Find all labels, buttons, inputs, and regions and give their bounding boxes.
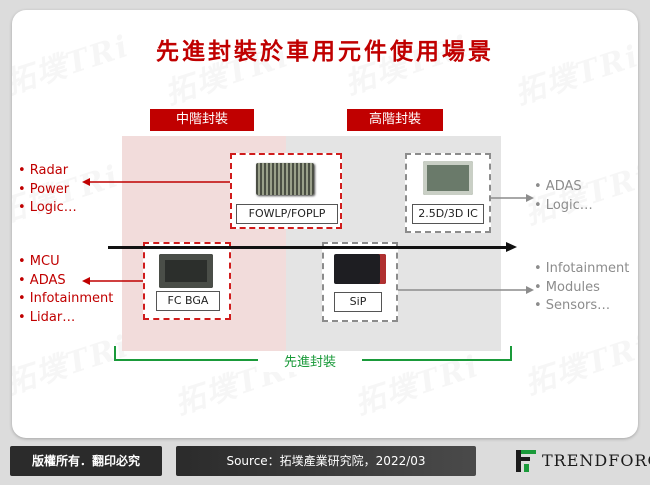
arrowhead-2-5d — [526, 194, 534, 202]
bullet-item: • Radar — [18, 163, 69, 178]
fowlp-chip-image — [256, 163, 314, 195]
bullet-item: • Modules — [534, 279, 600, 295]
bullet-item: • Sensors… — [534, 298, 611, 313]
bullet-item: • Lidar… — [18, 309, 76, 325]
lower-left-bullet-list: • MCU • ADAS • Infotainment • Lidar… — [18, 253, 113, 327]
bullet-item: • Infotainment — [18, 291, 114, 306]
content-card: 拓墣TRi 拓墣TRi 拓墣TRi 拓墣TRi 拓墣TRi 拓墣TRi 拓墣TR… — [12, 10, 638, 438]
upper-right-bullet-list: • ADAS • Logic… — [534, 178, 593, 215]
fcbga-chip-image — [159, 254, 213, 288]
lower-right-bullet-list: • Infotainment • Modules • Sensors… — [534, 260, 629, 316]
trendforce-logo-icon — [516, 450, 536, 472]
sip-label: SiP — [334, 292, 382, 312]
axis-line — [108, 246, 508, 249]
arrowhead-fowlp — [82, 178, 90, 186]
fowlp-label: FOWLP/FOPLP — [236, 204, 338, 224]
axis-arrowhead — [506, 242, 517, 252]
2-5d-chip-image — [423, 161, 473, 195]
bullet-item: • MCU — [18, 254, 60, 269]
bullet-item: • Logic… — [18, 200, 77, 215]
sip-chip-image — [334, 254, 386, 284]
bullet-item: • Infotainment — [534, 261, 630, 276]
brand-name: TRENDFORCE — [542, 451, 650, 470]
connector-lines — [82, 178, 534, 294]
2-5d-label: 2.5D/3D IC — [412, 204, 484, 224]
page-title: 先進封裝於車用元件使用場景 — [156, 38, 494, 65]
arrowhead-fcbga — [82, 277, 90, 285]
source-bar: Source：拓墣產業研究院，2022/03 — [176, 446, 476, 476]
arrowhead-sip — [526, 286, 534, 294]
advanced-packaging-label: 先進封裝 — [258, 354, 362, 372]
bullet-item: • ADAS — [18, 272, 66, 288]
copyright-badge: 版權所有．翻印必究 — [10, 446, 162, 476]
fcbga-label: FC BGA — [156, 291, 220, 311]
bullet-item: • Logic… — [534, 197, 593, 213]
mid-tier-header: 中階封裝 — [150, 109, 254, 131]
high-tier-header: 高階封裝 — [347, 109, 443, 131]
upper-left-bullet-list: • Radar • Power • Logic… — [18, 162, 77, 218]
bullet-item: • Power — [18, 181, 70, 197]
bullet-item: • ADAS — [534, 179, 582, 194]
